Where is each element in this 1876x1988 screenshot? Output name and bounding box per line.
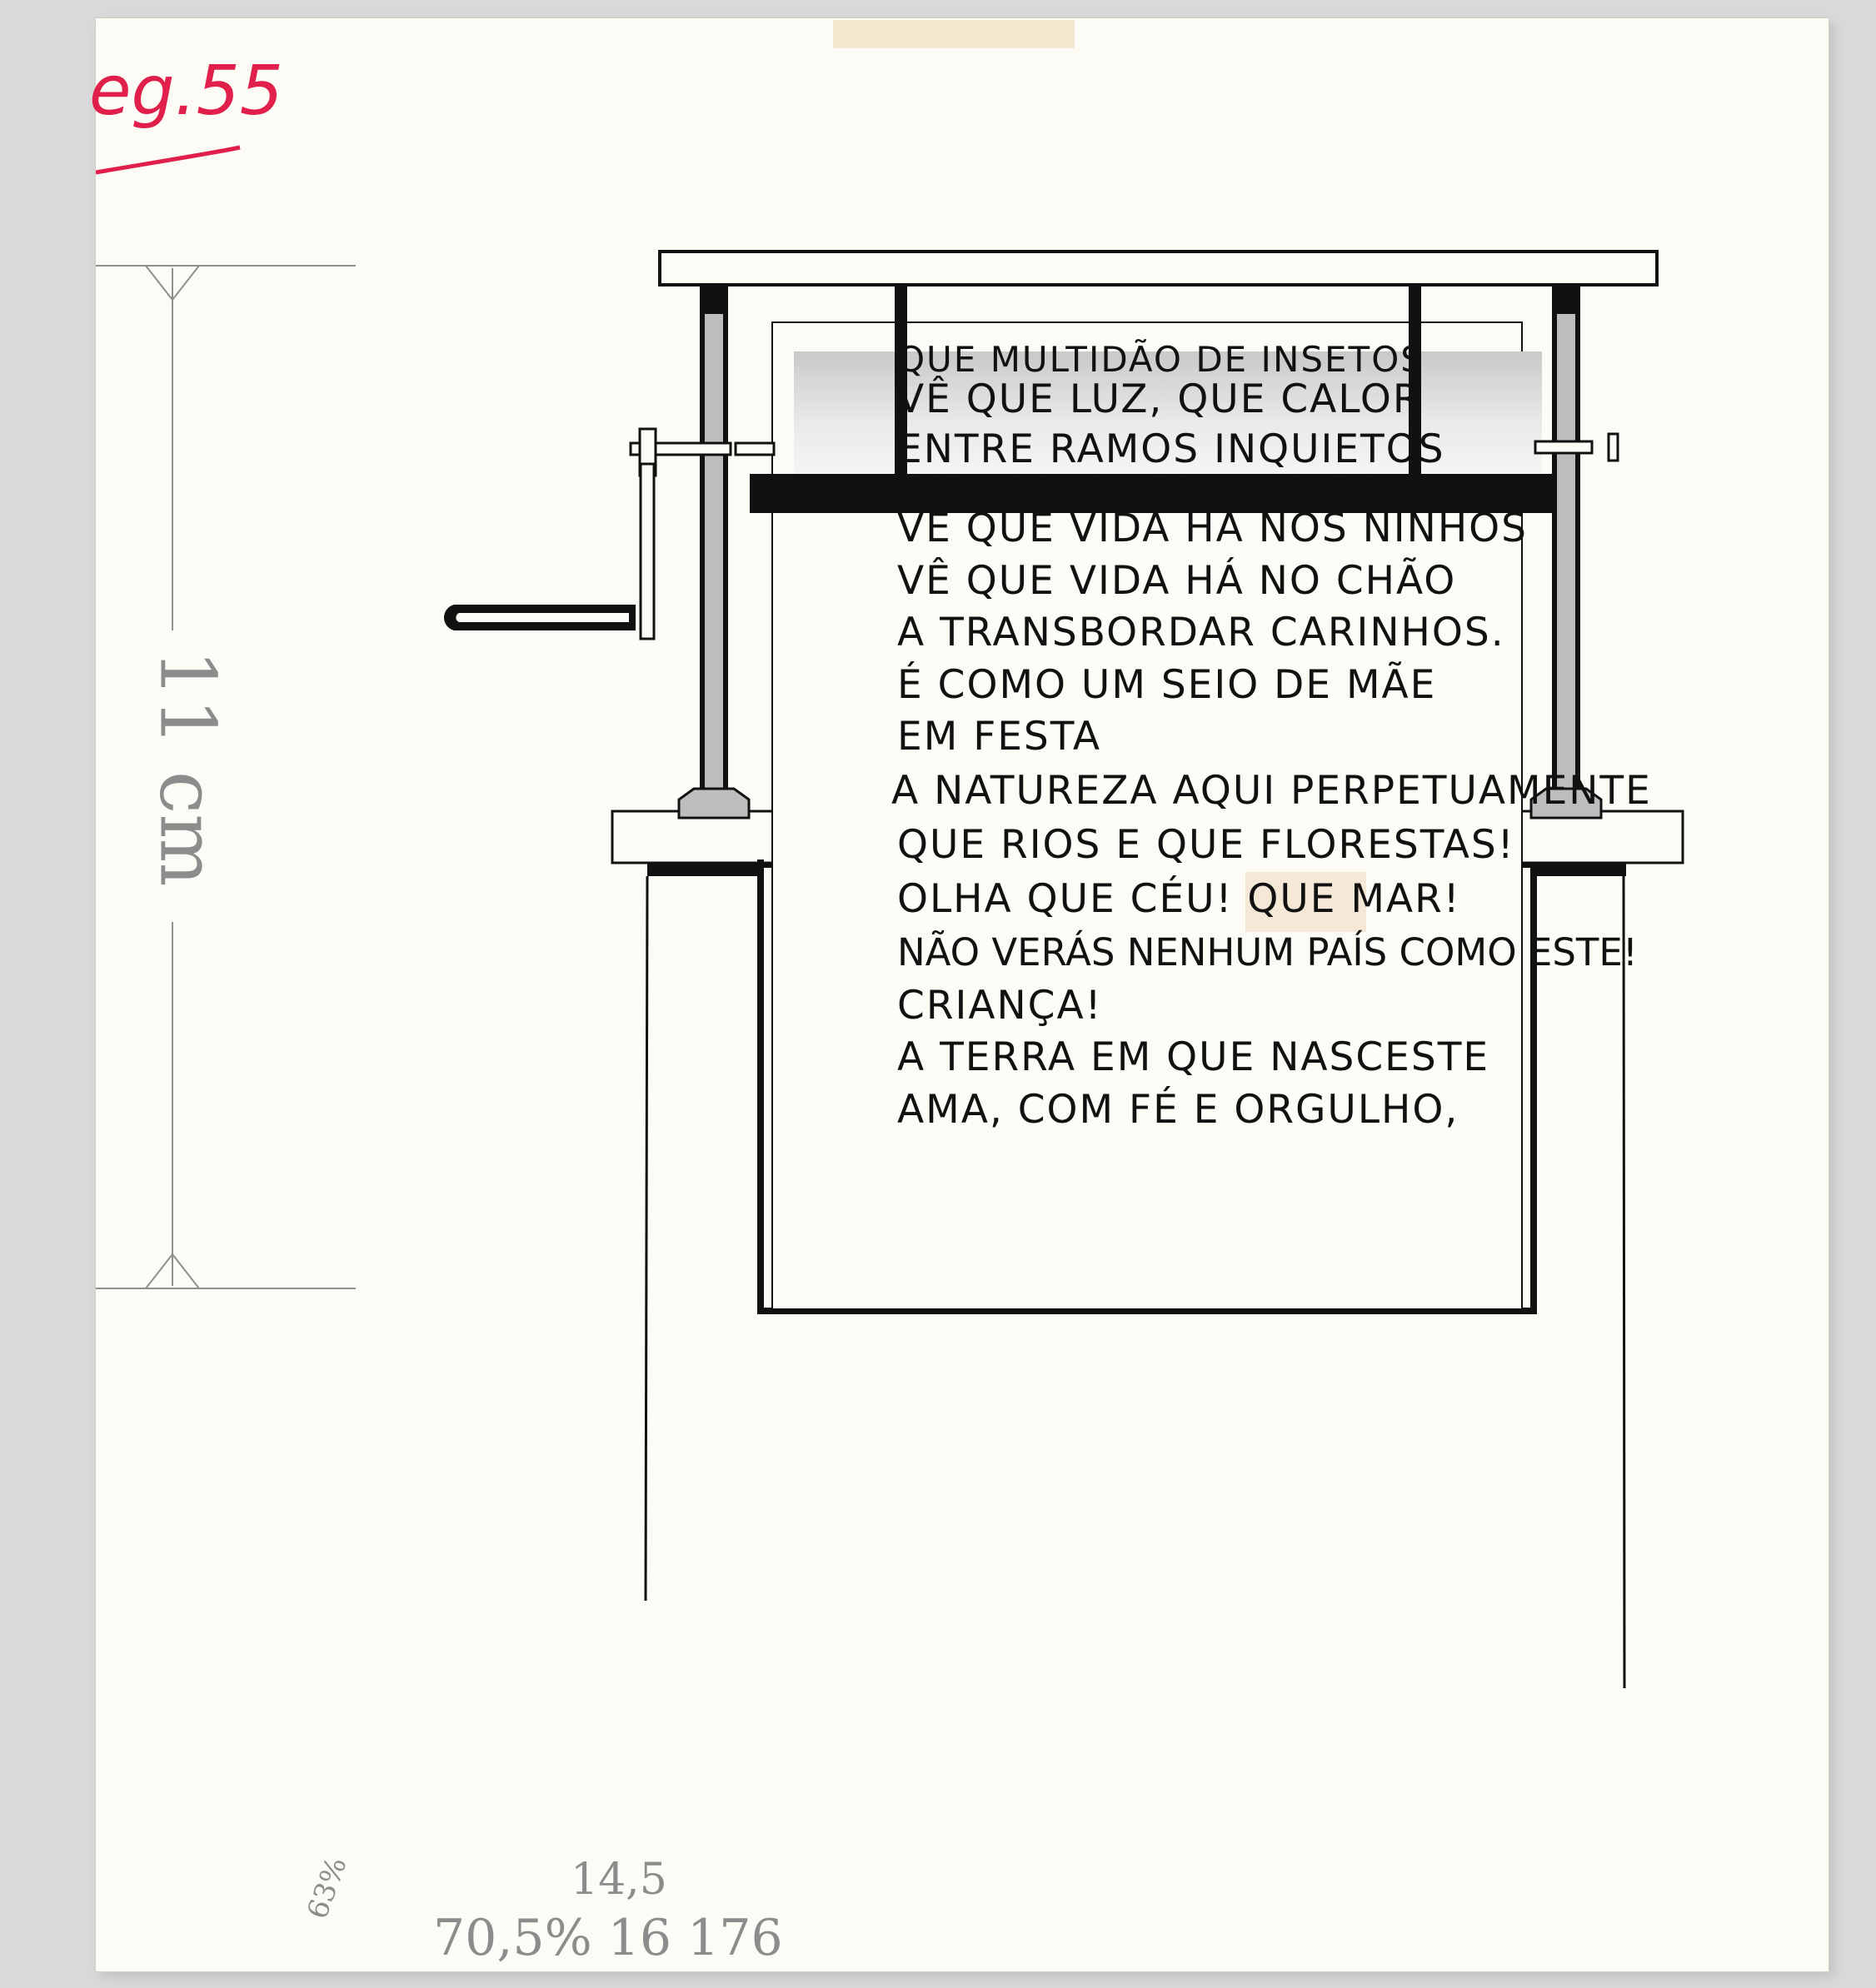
poem-hidden-line: VÊ QUE LUZ, QUE CALOR [897,376,1422,422]
poem-line: A TRANSBORDAR CARINHOS. [897,610,1505,655]
corner-page-label: eg.55 [89,52,283,131]
top-beam [658,250,1659,286]
crank-assembly [443,427,1619,640]
poem-line: A NATUREZA AQUI PERPETUAMENTE [891,768,1652,814]
red-underline [96,145,241,175]
artwork-sheet: QUE MULTIDÃO DE INSETOS VÊ QUE LUZ, QUE … [89,18,1829,1971]
pencil-note-top: 14,5 [571,1855,667,1905]
poem-line: AMA, COM FÉ E ORGULHO, [897,1087,1459,1133]
dimension-label: 11 cm [142,649,232,887]
poem-hidden-line: QUE MULTIDÃO DE INSETOS [897,339,1424,380]
poem-line: A TERRA EM QUE NASCESTE [897,1034,1490,1080]
pencil-note-bottom: 70,5% 16 176 [433,1909,783,1967]
left-post [677,285,751,820]
right-post [1529,285,1603,820]
poem-line: NÃO VERÁS NENHUM PAÍS COMO ESTE! [897,930,1638,974]
machine-drawing [96,145,1684,1689]
dimension-guide [96,265,356,1289]
top-tape-strip [833,20,1075,48]
poem-line: VÊ QUE VIDA HÁ NO CHÃO [897,558,1457,604]
poem-line: É COMO UM SEIO DE MÃE [897,662,1437,708]
poem-line: CRIANÇA! [897,983,1103,1029]
correction-patch [1245,872,1366,932]
poem-line: EM FESTA [897,714,1101,760]
poem-line: QUE RIOS E QUE FLORESTAS! [897,822,1515,868]
poem-hidden-line: ENTRE RAMOS INQUIETOS [897,426,1445,472]
poem-hidden-area: QUE MULTIDÃO DE INSETOS VÊ QUE LUZ, QUE … [871,339,1637,483]
inner-posts [895,285,1421,485]
stand-legs [644,875,1626,1689]
poem-line: OLHA QUE CÉU! QUE MAR! [897,876,1461,922]
poem-line: VÊ QUE VIDA HÁ NOS NINHOS [897,506,1528,551]
poem-hidden-line: QUE BALANÇAM NO AR [897,472,1383,483]
roller-bar [750,474,1556,513]
